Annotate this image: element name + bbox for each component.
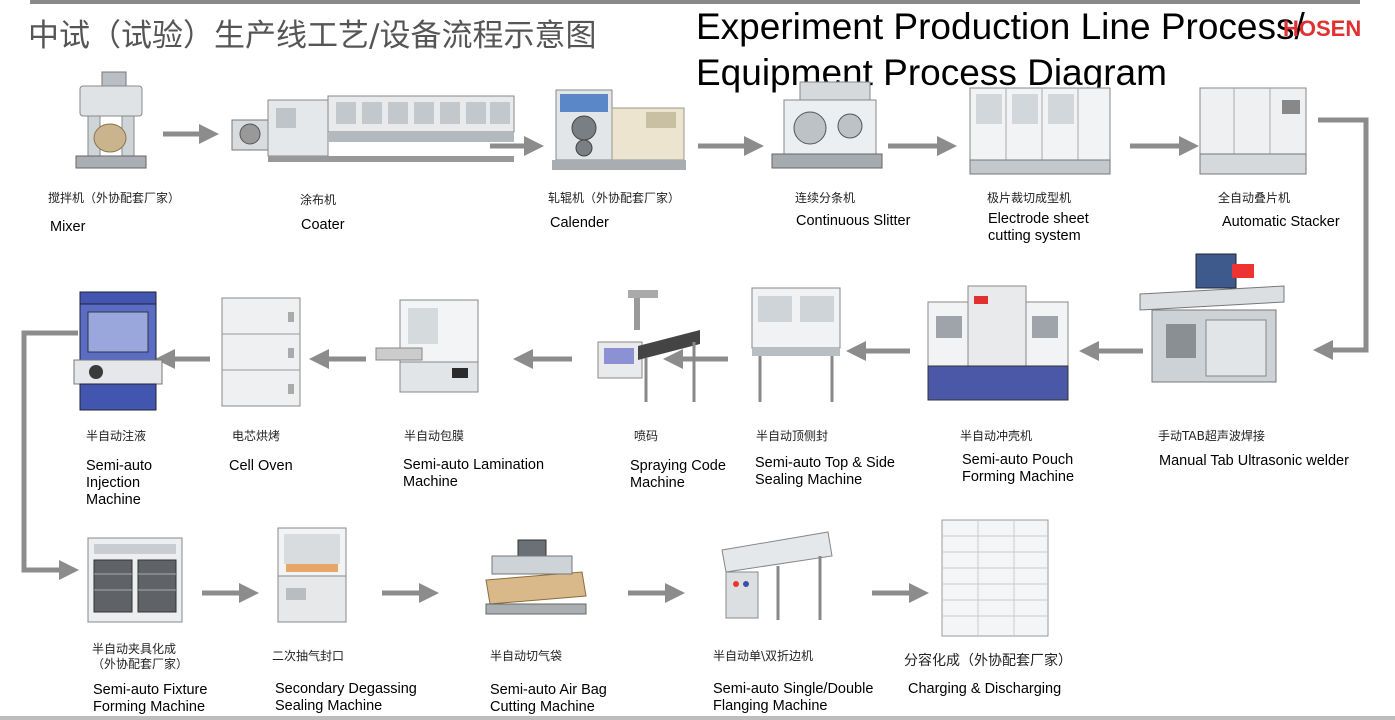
page-title-english: Experiment Production Line Process/ Equi… (696, 6, 1305, 93)
cell-oven-image (221, 297, 301, 407)
step-label-en: Cell Oven (229, 458, 293, 474)
fixture-forming-machine-image (87, 537, 183, 623)
step-label-en: Secondary Degassing Sealing Machine (275, 681, 417, 714)
step-label-cn: 半自动注液 (86, 429, 147, 443)
electrode-cutting-system-image (969, 87, 1111, 175)
step-label-cn: 半自动顶侧封 (756, 429, 829, 443)
step-label-cn: 涂布机 (300, 193, 337, 207)
step-label-en: Semi-auto Single/Double Flanging Machine (713, 681, 874, 714)
top-side-sealing-machine-image (751, 287, 841, 402)
bottom-border (0, 716, 1395, 720)
step-label-cn: 电芯烘烤 (232, 429, 281, 443)
step-label-cn: 极片裁切成型机 (987, 191, 1072, 205)
step-label-en: Manual Tab Ultrasonic welder (1159, 453, 1349, 469)
step-label-en: Continuous Slitter (796, 213, 911, 229)
lamination-machine-image (375, 299, 479, 393)
manual-tab-ultrasonic-welder-image (1139, 253, 1285, 383)
coater-machine-image (231, 95, 515, 162)
mixer-machine-image (75, 71, 147, 169)
step-label-cn: 喷码 (634, 429, 659, 443)
step-label-cn: 半自动切气袋 (490, 649, 563, 663)
step-label-en: Semi-auto Air Bag Cutting Machine (490, 682, 607, 715)
degassing-sealing-machine-image (277, 527, 347, 623)
step-label-en: Mixer (50, 219, 86, 235)
step-label-en: Semi-auto Lamination Machine (403, 457, 545, 490)
step-label-en: Automatic Stacker (1222, 214, 1340, 230)
step-label-cn: 轧辊机（外协配套厂家） (548, 191, 681, 205)
spraying-code-machine-image (597, 290, 700, 402)
page-title-chinese: 中试（试验）生产线工艺/设备流程示意图 (28, 18, 597, 54)
step-label-cn: 连续分条机 (795, 191, 856, 205)
step-label-en: Semi-auto Pouch Forming Machine (962, 452, 1075, 485)
top-border (30, 0, 1360, 4)
injection-machine-image (73, 291, 163, 411)
step-label-en: Semi-auto Top & Side Sealing Machine (755, 455, 895, 488)
step-label-en: Charging & Discharging (908, 681, 1062, 697)
step-label-cn: 二次抽气封口 (272, 649, 345, 663)
step-label-cn: 半自动包膜 (404, 429, 465, 443)
step-label-en: Electrode sheet cutting system (988, 211, 1089, 244)
calender-machine-image (552, 89, 686, 170)
brand-logo: HOSEN (1283, 16, 1362, 41)
step-label-cn: 搅拌机（外协配套厂家） (48, 191, 181, 205)
step-label-cn: 半自动夹具化成 （外协配套厂家） (92, 642, 189, 671)
step-label-en: Spraying Code Machine (630, 458, 726, 491)
step-label-cn: 手动TAB超声波焊接 (1158, 429, 1265, 443)
air-bag-cutting-machine-image (485, 539, 587, 615)
automatic-stacker-image (1199, 87, 1307, 175)
step-label-cn: 分容化成（外协配套厂家） (904, 653, 1072, 669)
step-label-cn: 全自动叠片机 (1218, 191, 1291, 205)
step-label-en: Semi-auto Injection Machine (86, 458, 153, 508)
step-label-cn: 半自动单\双折边机 (713, 649, 814, 663)
continuous-slitter-image (771, 81, 883, 169)
flow-arrow (21, 330, 79, 580)
charging-discharging-cabinet-image (941, 519, 1049, 637)
step-label-cn: 半自动冲壳机 (960, 429, 1033, 443)
flanging-machine-image (721, 531, 833, 620)
flow-arrow (1313, 117, 1369, 360)
step-label-en: Calender (550, 215, 609, 231)
step-label-en: Coater (301, 217, 345, 233)
pouch-forming-machine-image (927, 285, 1069, 401)
step-label-en: Semi-auto Fixture Forming Machine (93, 682, 208, 715)
